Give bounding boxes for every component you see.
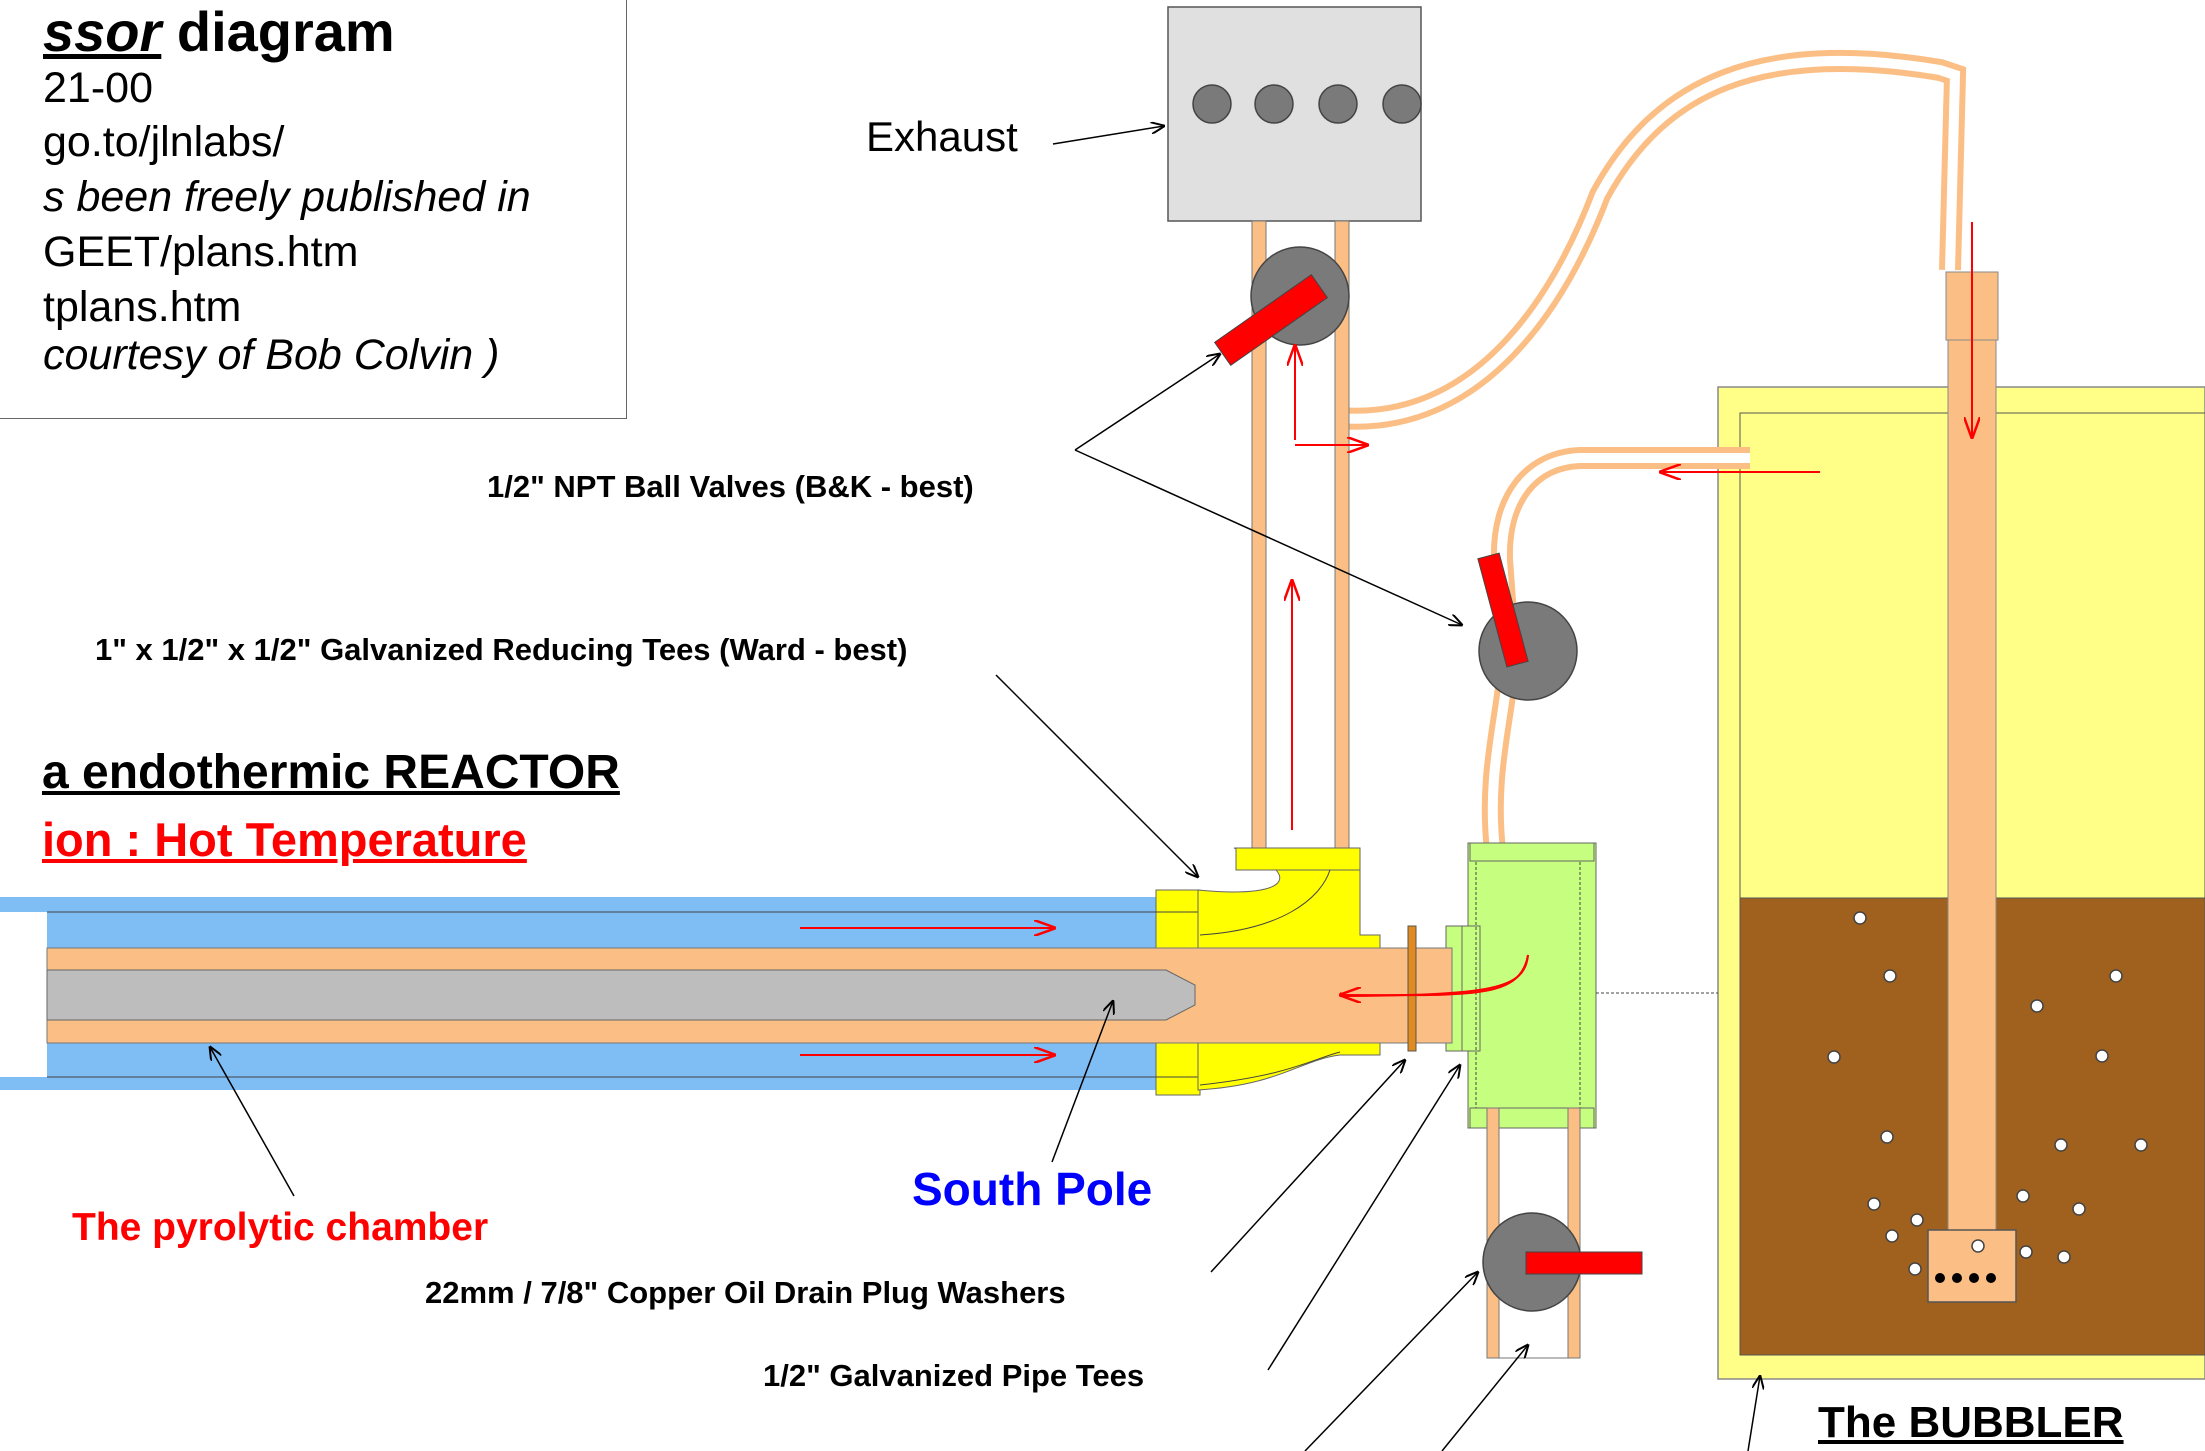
bubbler-diffuser bbox=[1927, 1229, 2017, 1303]
green-tee-fitting bbox=[1445, 842, 1597, 1129]
info-box: ssor diagram 21-00 go.to/jlnlabs/ s been… bbox=[0, 0, 627, 419]
middle-ball-valve bbox=[1477, 552, 1578, 701]
exhaust-to-bubbler-tube bbox=[1336, 49, 1967, 430]
washers-label: 22mm / 7/8" Copper Oil Drain Plug Washer… bbox=[425, 1275, 1066, 1310]
info-title: ssor diagram bbox=[43, 0, 395, 63]
steel-rod bbox=[46, 969, 1196, 1021]
bottom-ball-valve bbox=[1482, 1212, 1643, 1312]
info-plans-url: tplans.htm bbox=[43, 283, 242, 331]
bubbler-bubbles bbox=[1827, 911, 2148, 1276]
exhaust-holes bbox=[1192, 84, 1422, 124]
pipe-tees-label: 1/2" Galvanized Pipe Tees bbox=[763, 1358, 1145, 1393]
info-published: s been freely published in bbox=[43, 173, 531, 221]
leader-arrows bbox=[210, 126, 1760, 1451]
reactor-title: a endothermic REACTOR bbox=[42, 746, 620, 799]
reactor-subtitle: ion : Hot Temperature bbox=[42, 813, 527, 866]
copper-washer bbox=[1407, 925, 1417, 1052]
south-pole-label: South Pole bbox=[912, 1163, 1153, 1215]
bubbler-label: The BUBBLER bbox=[1818, 1398, 2124, 1447]
flow-arrows bbox=[800, 222, 1972, 1055]
top-ball-valve bbox=[1213, 246, 1350, 367]
info-geet-url: GEET/plans.htm bbox=[43, 228, 359, 276]
info-credit: courtesy of Bob Colvin ) bbox=[43, 331, 500, 379]
ball-valves-label: 1/2" NPT Ball Valves (B&K - best) bbox=[487, 469, 974, 504]
exhaust-label: Exhaust bbox=[866, 113, 1018, 160]
pyrolytic-chamber-label: The pyrolytic chamber bbox=[72, 1206, 489, 1249]
reducing-tees-label: 1" x 1/2" x 1/2" Galvanized Reducing Tee… bbox=[95, 632, 908, 667]
info-url: go.to/jlnlabs/ bbox=[43, 118, 285, 166]
riser-pipe bbox=[1251, 220, 1350, 852]
info-date: 21-00 bbox=[43, 64, 153, 112]
diffuser-holes bbox=[1935, 1273, 1996, 1283]
